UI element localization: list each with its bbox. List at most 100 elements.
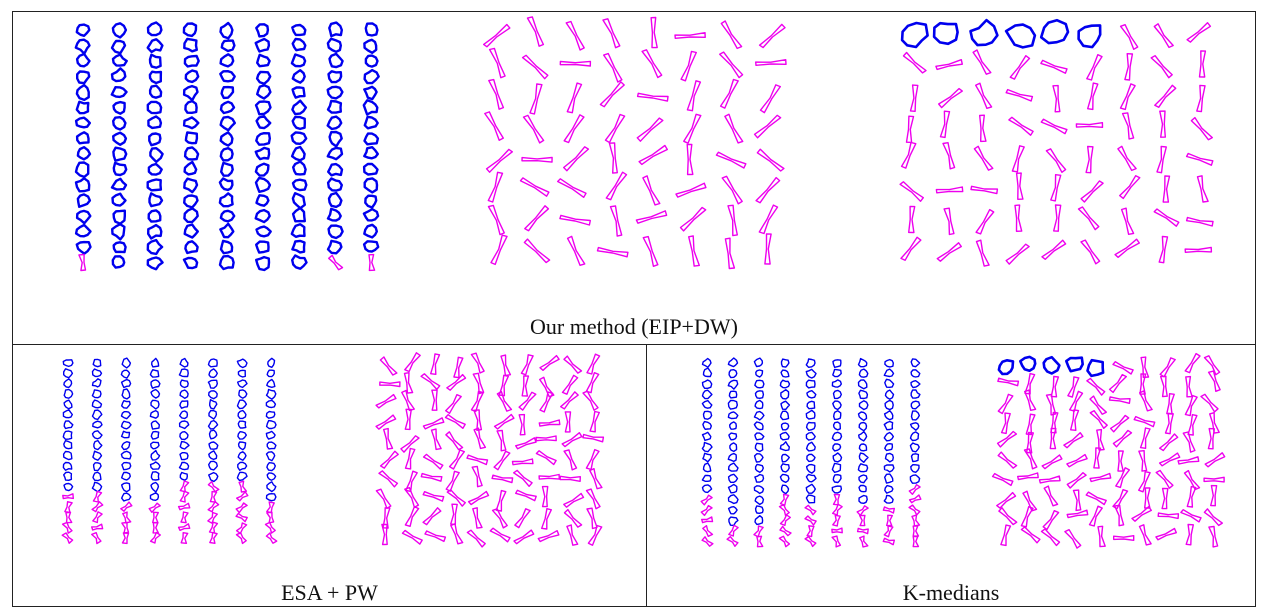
elongated-contour-shape <box>430 428 442 451</box>
elongated-contour-shape <box>1140 356 1150 379</box>
closed-contour-shape <box>805 421 816 431</box>
closed-contour-shape <box>150 441 160 450</box>
closed-contour-shape <box>91 389 102 399</box>
elongated-contour-shape <box>235 532 247 545</box>
elongated-contour-shape <box>1203 508 1223 527</box>
closed-contour-shape <box>291 206 306 223</box>
elongated-contour-shape <box>422 507 442 526</box>
closed-contour-shape <box>146 238 164 256</box>
closed-contour-shape <box>780 358 790 368</box>
elongated-contour-shape <box>1190 116 1213 141</box>
closed-contour-shape <box>805 409 816 420</box>
elongated-contour-shape <box>518 413 526 436</box>
closed-contour-shape <box>147 223 163 240</box>
elongated-contour-shape <box>900 236 922 261</box>
elongated-contour-shape <box>1138 524 1152 546</box>
closed-contour-shape <box>754 463 764 473</box>
closed-contour-shape <box>148 132 162 147</box>
closed-contour-shape <box>111 223 126 241</box>
closed-contour-shape <box>184 99 198 114</box>
closed-contour-shape <box>76 146 92 161</box>
closed-contour-shape <box>831 462 842 473</box>
closed-contour-shape <box>727 494 739 505</box>
closed-contour-shape <box>182 116 200 130</box>
elongated-contour-shape <box>1185 523 1194 546</box>
closed-contour-shape <box>219 209 236 223</box>
elongated-contour-shape <box>1112 488 1129 510</box>
elongated-contour-shape <box>642 235 659 267</box>
elongated-contour-shape <box>996 430 1018 448</box>
elongated-contour-shape <box>1133 415 1156 428</box>
elongated-contour-shape <box>515 437 537 450</box>
elongated-contour-shape <box>1040 118 1068 135</box>
elongated-contour-shape <box>902 51 927 74</box>
closed-contour-shape <box>237 451 247 461</box>
closed-contour-shape <box>220 161 234 177</box>
closed-contour-shape <box>146 38 164 54</box>
elongated-contour-shape <box>467 490 490 506</box>
elongated-contour-shape <box>564 411 572 433</box>
closed-contour-shape <box>150 430 160 440</box>
elongated-contour-shape <box>1085 145 1094 174</box>
elongated-contour-shape <box>674 32 706 39</box>
closed-contour-shape <box>178 461 190 471</box>
elongated-contour-shape <box>1023 448 1038 470</box>
elongated-contour-shape <box>726 536 739 547</box>
closed-contour-shape <box>238 389 248 399</box>
elongated-contour-shape <box>1180 509 1202 523</box>
closed-contour-shape <box>884 484 894 494</box>
closed-contour-shape <box>858 421 868 432</box>
closed-contour-shape <box>780 369 790 378</box>
elongated-contour-shape <box>91 501 104 513</box>
elongated-contour-shape <box>566 82 583 114</box>
elongated-contour-shape <box>680 50 697 82</box>
elongated-contour-shape <box>1052 84 1061 113</box>
elongated-contour-shape <box>908 504 921 516</box>
closed-contour-shape <box>779 473 790 483</box>
closed-contour-shape <box>883 368 895 378</box>
closed-contour-shape <box>290 145 306 162</box>
elongated-contour-shape <box>513 469 533 487</box>
elongated-contour-shape <box>675 182 707 198</box>
closed-contour-shape <box>363 223 378 239</box>
closed-contour-shape <box>727 473 739 483</box>
elongated-contour-shape <box>92 490 103 503</box>
closed-contour-shape <box>121 461 132 471</box>
closed-contour-shape <box>701 431 712 441</box>
closed-contour-shape <box>701 441 713 453</box>
closed-contour-shape <box>883 410 894 421</box>
elongated-contour-shape <box>715 151 747 169</box>
elongated-contour-shape <box>1138 471 1151 493</box>
closed-contour-shape <box>149 147 164 164</box>
closed-contour-shape <box>883 464 895 473</box>
closed-contour-shape <box>255 70 272 85</box>
elongated-contour-shape <box>1162 175 1171 203</box>
elongated-contour-shape <box>445 394 462 414</box>
elongated-contour-shape <box>679 206 707 232</box>
elongated-contour-shape <box>1040 528 1061 547</box>
elongated-contour-shape <box>979 114 987 143</box>
elongated-contour-shape <box>683 113 702 144</box>
closed-contour-shape <box>182 84 199 102</box>
elongated-contour-shape <box>445 431 464 451</box>
elongated-contour-shape <box>473 427 487 450</box>
elongated-contour-shape <box>900 141 917 169</box>
elongated-contour-shape <box>1108 396 1131 404</box>
elongated-contour-shape <box>779 525 792 537</box>
closed-contour-shape <box>219 239 234 255</box>
caption-esa-pw: ESA + PW <box>281 580 378 605</box>
elongated-contour-shape <box>719 78 739 109</box>
elongated-contour-shape <box>1064 529 1082 549</box>
elongated-contour-shape <box>1072 489 1082 512</box>
closed-contour-shape <box>857 463 869 473</box>
elongated-contour-shape <box>998 507 1018 526</box>
elongated-contour-shape <box>483 23 511 48</box>
closed-contour-shape <box>110 67 127 83</box>
elongated-contour-shape <box>524 205 550 232</box>
closed-contour-shape <box>74 116 91 129</box>
elongated-contour-shape <box>378 470 399 488</box>
closed-contour-shape <box>291 178 308 192</box>
elongated-contour-shape <box>1183 469 1201 491</box>
closed-contour-shape <box>63 378 73 389</box>
closed-contour-shape <box>832 474 842 484</box>
